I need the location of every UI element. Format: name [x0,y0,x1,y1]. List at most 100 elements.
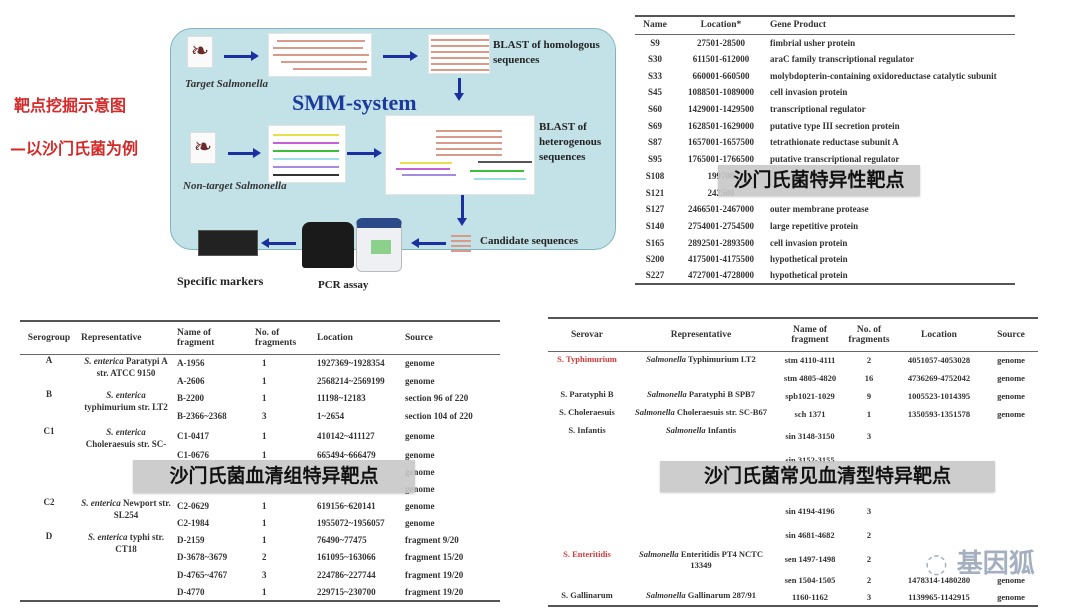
location-cell: 224786~227744 [317,569,376,580]
location-cell: 1628501-1629000 [688,120,754,131]
location-cell: 2568214~2569199 [317,375,385,386]
fragment-name-cell: D-4770 [177,586,205,597]
fragment-count-cell: 2 [866,574,872,585]
source-cell: genome [405,431,435,441]
column-header: Serogroup [20,321,78,355]
source-cell: fragment 19/20 [405,569,464,580]
serovar-cell [548,369,626,387]
species-name: S. enterica [106,390,146,400]
fragment-count-cell: 1 [262,392,267,403]
species-name: S. enterica [88,532,128,542]
fragment-count-cell: 1 [262,517,267,528]
fragment-count-cell: 1 [262,449,267,460]
representative-cell: S. enterica Paratypi A str. ATCC 9150 [78,354,174,389]
strain-name: typhi str. CT18 [115,532,164,554]
nontarget-salmonella-label: Non-target Salmonella [183,180,287,192]
gene-product-cell: large repetitive protein [770,220,859,231]
serogroup-targets-table: Serogroup Representative Name of fragmen… [20,320,500,602]
source-cell: genome [997,391,1025,401]
location-cell: 410142~411127 [317,431,375,441]
fragment-count-cell: 9 [866,391,872,401]
fragment-name-cell: sen 1504-1505 [784,574,836,585]
strain-name: typhimurium str. LT2 [84,402,168,412]
location-cell: 2892501-2893500 [688,237,754,248]
arrow-icon [347,148,382,158]
name-cell: S33 [647,70,662,81]
location-cell: 76490~77475 [317,534,367,545]
location-cell: 4736269-4752042 [907,373,971,383]
representative-cell [626,523,776,547]
serovar-strain-name: Infantis [705,425,737,435]
name-cell: S227 [645,270,665,281]
representative-cell [626,498,776,523]
column-header: No. of fragments [252,321,314,355]
column-header: Location [894,318,984,352]
representative-cell: S. enterica Choleraesuis str. SC- [78,426,174,497]
source-cell: genome [405,449,435,460]
specific-markers-label: Specific markers [177,274,264,288]
representative-cell: S. enterica typhi str. CT18 [78,531,174,601]
column-header: Representative [78,321,174,355]
fragment-count-cell: 1 [262,534,267,545]
location-cell: 2466501-2467000 [688,204,754,215]
gene-product-cell: araC family transcriptional regulator [770,54,915,65]
serovar-strain-name: Typhimurium LT2 [685,353,756,364]
watermark-logo: ◌ 基因狐 [925,549,1035,579]
source-cell: section 96 of 220 [405,392,469,403]
source-cell: genome [997,409,1025,419]
fragment-name-cell: sin 3148-3150 [785,431,835,441]
homologous-panel [428,34,490,74]
location-cell: 1429001-1429500 [688,104,754,115]
gene-product-cell: cell invasion protein [770,87,848,98]
serovar-strain-name: Paratyphi B SPB7 [686,389,755,399]
location-cell: 1927369~1928354 [317,358,385,369]
smm-system-title: SMM-system [292,90,417,115]
column-header: Source [984,318,1038,352]
arrow-icon [224,51,259,61]
fragment-name-cell: C1-0676 [177,449,209,460]
serovar-cell [548,498,626,523]
source-cell [984,423,1038,449]
name-cell: S87 [647,137,662,148]
fragment-name-cell: sin 4681-4682 [785,530,835,540]
diagram-title: 靶点挖掘示意图 [14,96,127,115]
serovar-cell: S. Choleraesuis [559,407,615,417]
representative-cell: S. enterica typhimurium str. LT2 [78,389,174,426]
fragment-name-cell: B-2200 [177,392,204,403]
serovar-cell [548,449,626,471]
serovar-targets-table: Serovar Representative Name of fragment … [548,317,1038,607]
location-cell: 665494~666479 [317,449,376,460]
strain-name: Paratypi A str. ATCC 9150 [96,355,168,378]
location-cell: 161095~163066 [317,552,376,562]
column-header: Location [314,321,402,355]
gene-product-cell: hypothetical protein [770,254,848,265]
serogroup-cell: A [45,354,53,365]
source-cell: fragment 15/20 [405,552,464,562]
nontarget-dna-icon: ❧ [190,132,216,164]
location-cell: 1005523-1014395 [907,391,971,401]
column-header: No. of fragments [844,318,894,352]
table-row: C1-0676 1 665494~666479 genome [20,446,500,463]
column-header: Name of fragment [776,318,844,352]
representative-cell [626,369,776,387]
source-cell: fragment 19/20 [405,586,464,597]
source-cell: genome [997,373,1025,383]
fragment-count-cell: 1 [262,586,267,597]
serovar-cell: S. Paratyphi B [560,389,614,399]
fragment-name-cell: sin 3152-3155 [785,455,835,465]
fragment-name-cell: sin 4194-4196 [785,505,835,516]
location-cell: 229715~230700 [317,586,376,597]
representative-cell: Salmonella Gallinarum 287/91 [626,588,776,606]
